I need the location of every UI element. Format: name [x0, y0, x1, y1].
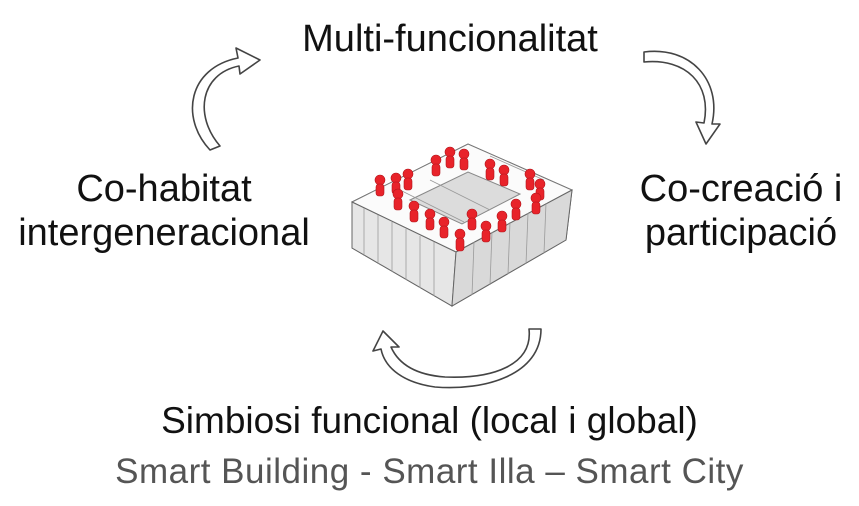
curved-arrow-left-icon [191, 47, 261, 151]
person-icon [480, 220, 492, 243]
person-icon [374, 174, 386, 197]
person-icon [424, 208, 436, 231]
person-icon [402, 168, 414, 191]
label-cocreacio: Co-creació i participació [626, 168, 856, 255]
label-cocreacio-line-1: Co-creació i [639, 168, 843, 210]
curved-arrow-bottom-icon [372, 328, 542, 389]
person-icon [524, 168, 536, 191]
label-cohabitat-line-1: Co-habitat [76, 168, 252, 210]
person-icon [430, 154, 442, 177]
curved-arrow-right-icon [643, 50, 721, 145]
person-icon [392, 188, 404, 211]
label-smart-scale: Smart Building - Smart Illa – Smart City [115, 452, 744, 491]
label-cocreacio-line-2: participació [644, 211, 838, 254]
person-icon [444, 146, 456, 169]
building-block-illustration [350, 143, 574, 307]
label-simbiosi: Simbiosi funcional (local i global) [161, 400, 698, 441]
person-icon [408, 200, 420, 223]
person-icon [530, 192, 542, 215]
person-icon [458, 148, 470, 171]
person-icon [510, 198, 522, 221]
person-icon [498, 164, 510, 187]
label-cohabitat: Co-habitat intergeneracional [14, 168, 314, 255]
person-icon [484, 158, 496, 181]
label-cohabitat-line-2: intergeneracional [18, 211, 310, 254]
person-icon [454, 228, 466, 252]
person-icon [438, 216, 450, 239]
label-multifuncionalitat: Multi-funcionalitat [302, 18, 598, 60]
person-icon [496, 210, 508, 233]
person-icon [466, 208, 478, 231]
